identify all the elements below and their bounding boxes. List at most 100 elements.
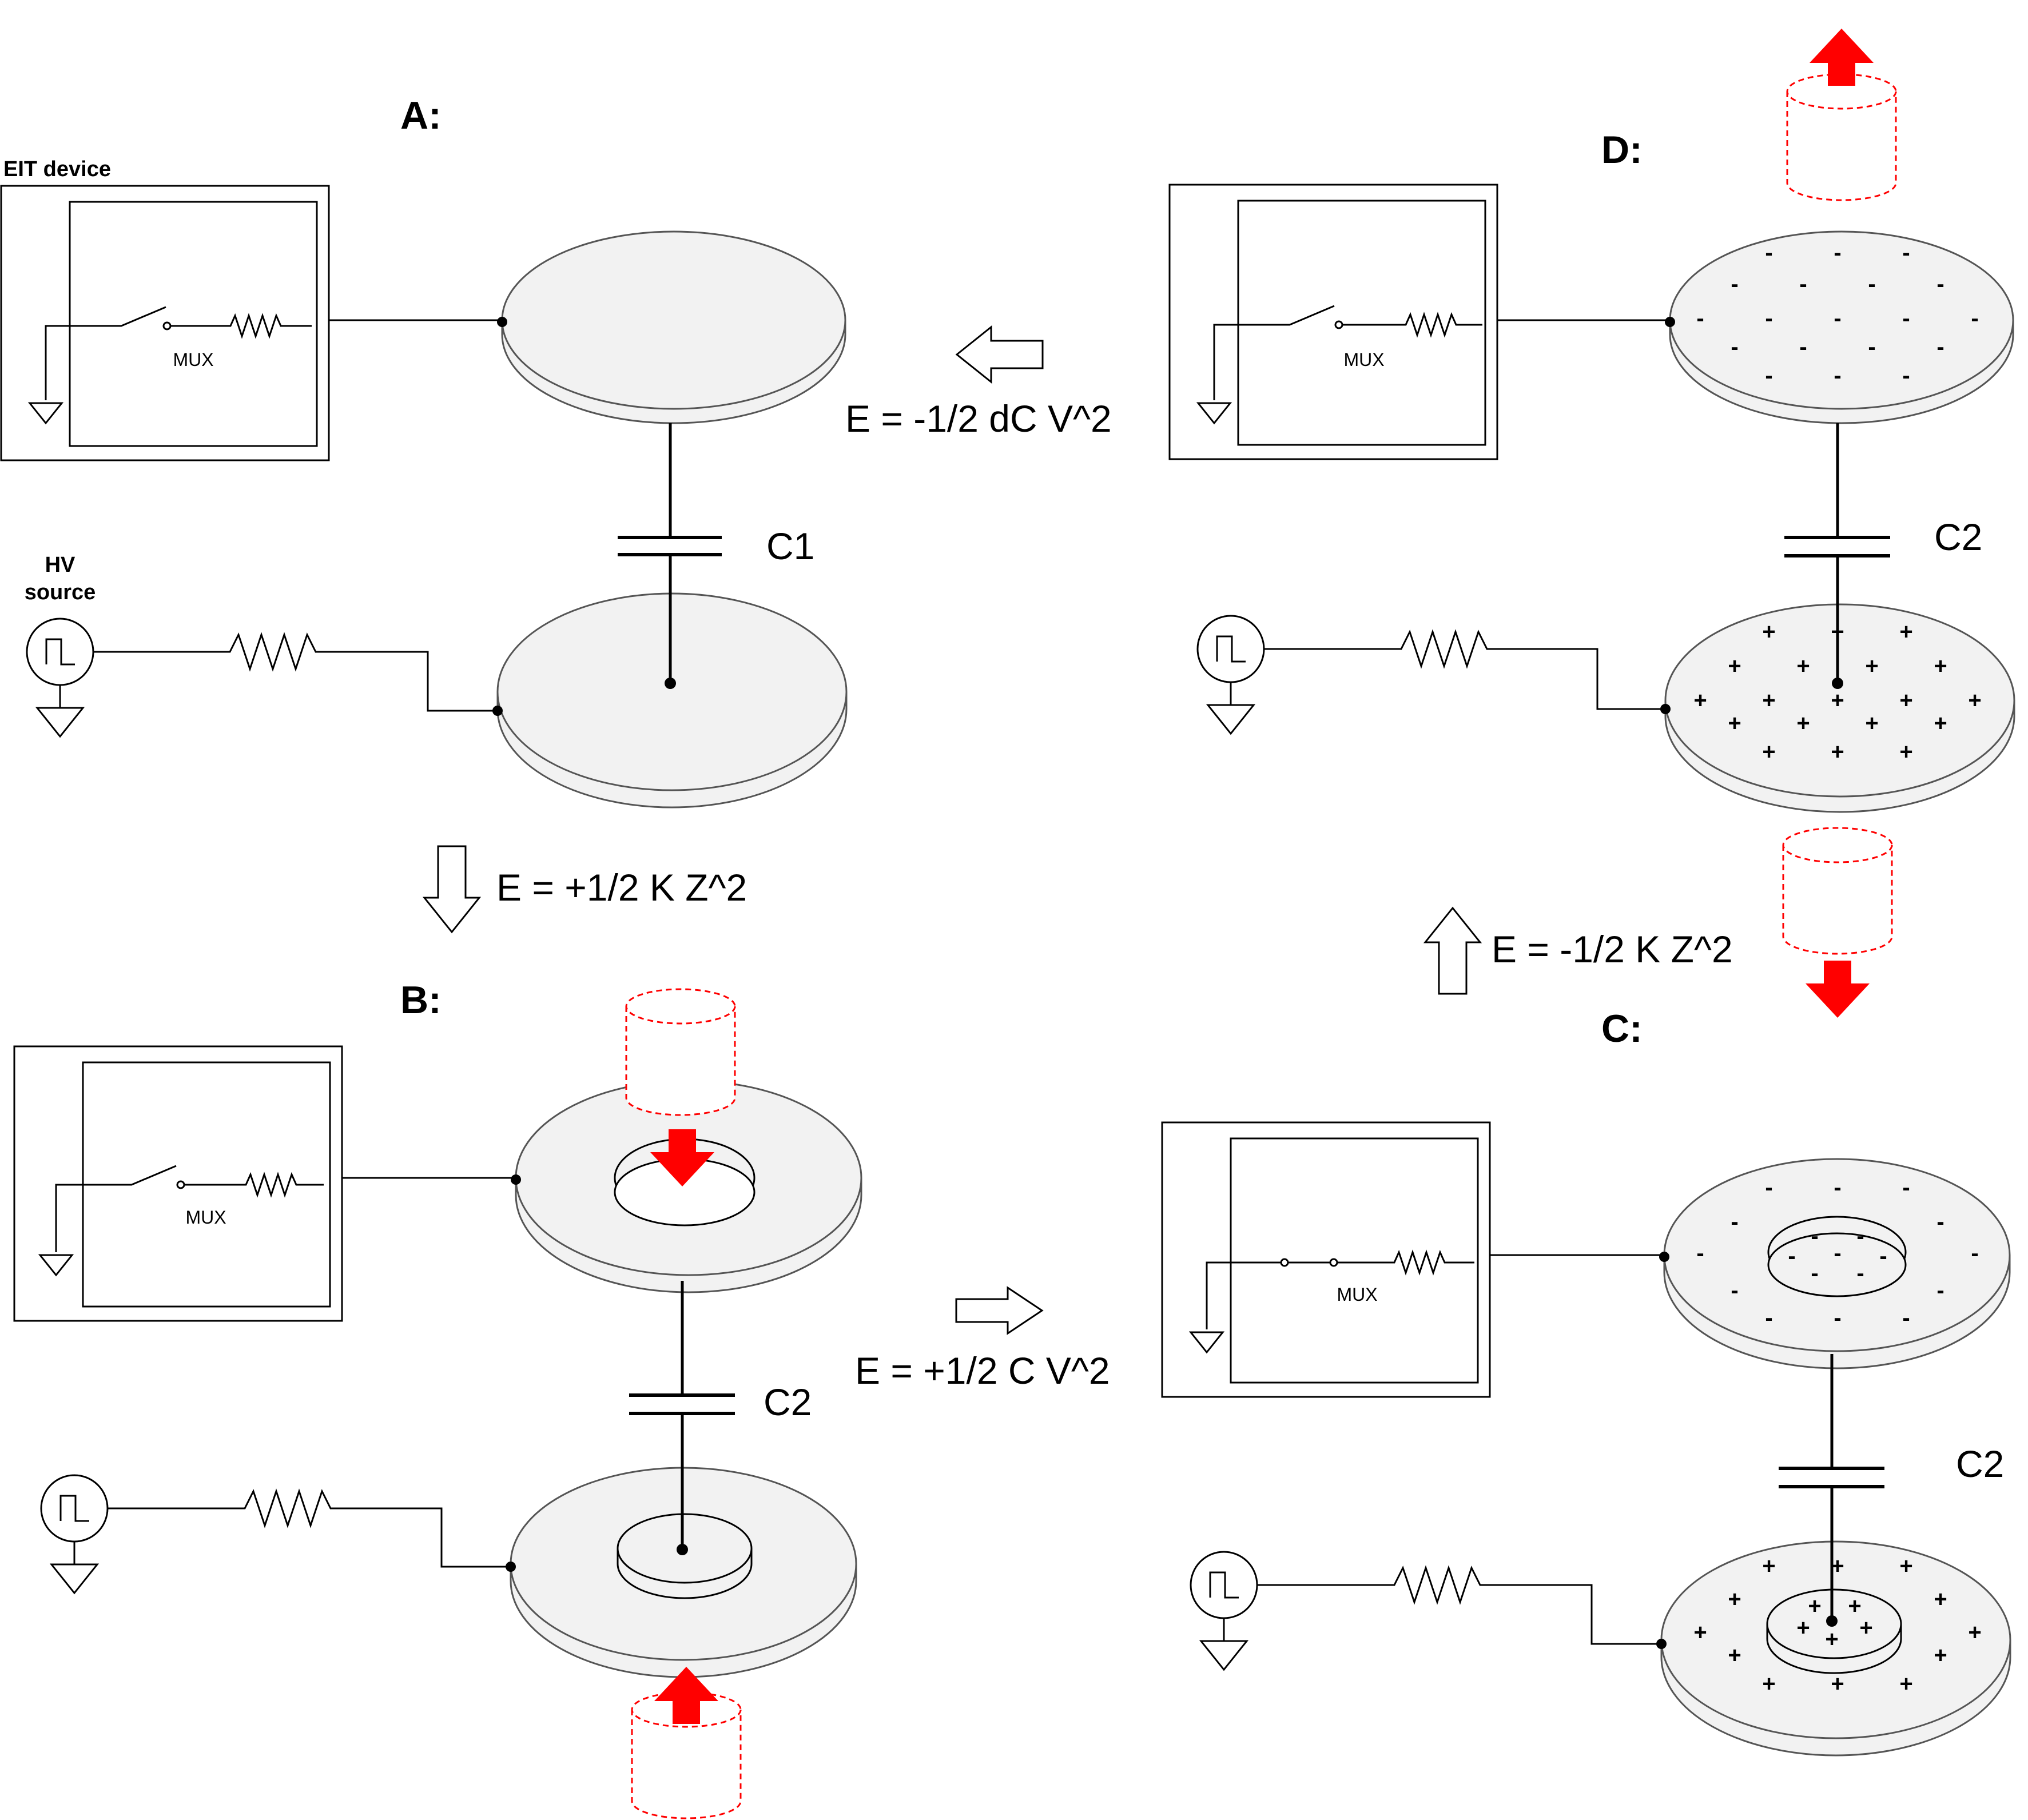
negative-charge: -	[1868, 334, 1875, 360]
positive-charge: +	[1899, 739, 1912, 764]
positive-charge: +	[1968, 1620, 1981, 1645]
ground-icon	[1200, 1617, 1248, 1671]
switch-icon	[1213, 305, 1335, 400]
capacitor-label-d: C2	[1934, 516, 1982, 558]
source-label-line2: source	[25, 580, 96, 604]
positive-charge: +	[1934, 711, 1947, 736]
negative-charge: -	[1799, 272, 1807, 297]
positive-charge: +	[1865, 711, 1878, 736]
negative-charge: -	[1971, 1241, 1978, 1266]
top-electrode	[501, 230, 846, 424]
negative-charge: -	[1902, 1175, 1910, 1200]
positive-charge: +	[1899, 619, 1912, 644]
negative-charge: -	[1731, 272, 1738, 297]
resistor-icon	[226, 1490, 349, 1527]
negative-charge: -	[1936, 334, 1944, 360]
equation-c-to-d: E = -1/2 K Z^2	[1492, 928, 1733, 970]
negative-charge: -	[1799, 334, 1807, 360]
panel-a-label: A:	[400, 94, 442, 137]
negative-charge: -	[1971, 306, 1978, 331]
positive-charge: +	[1825, 1627, 1838, 1652]
positive-charge: +	[1762, 1554, 1775, 1579]
negative-charges: -------------------	[1696, 1175, 1978, 1331]
hollow-arrow-icon	[955, 1287, 1043, 1335]
negative-charge: -	[1856, 1224, 1864, 1249]
equation-a-to-b: E = +1/2 K Z^2	[496, 866, 747, 909]
positive-charge: +	[1934, 1587, 1947, 1612]
capacitor-label-b: C2	[764, 1381, 812, 1423]
transition-b-to-c: E = +1/2 C V^2	[855, 1287, 1110, 1392]
negative-charge: -	[1765, 306, 1772, 331]
mux-label: MUX	[1337, 1284, 1377, 1305]
positive-charge: +	[1968, 688, 1981, 713]
eit-device-box: MUX	[13, 1045, 343, 1322]
top-electrode	[1669, 230, 2014, 424]
positive-charge: +	[1693, 1620, 1707, 1645]
positive-charge: +	[1831, 688, 1844, 713]
eit-device-box: MUX	[1161, 1121, 1491, 1398]
negative-charge: -	[1868, 272, 1875, 297]
mux-label: MUX	[173, 349, 213, 370]
bottom-electrode	[510, 1467, 857, 1678]
negative-charge: -	[1696, 1241, 1704, 1266]
source-icon	[26, 618, 94, 686]
positive-charge: +	[1859, 1615, 1872, 1640]
device-label: EIT device	[3, 157, 111, 181]
positive-charge: +	[1728, 654, 1741, 679]
mux-label: MUX	[185, 1207, 226, 1228]
positive-charge: +	[1693, 688, 1707, 713]
ground-icon	[36, 684, 84, 738]
panel-d-label: D:	[1601, 128, 1643, 172]
resistor-icon	[212, 634, 334, 670]
capacitor-label-c: C2	[1956, 1443, 2004, 1485]
probe-icon	[1786, 73, 1897, 201]
switch-icon	[55, 1165, 177, 1252]
equation-b-to-c: E = +1/2 C V^2	[855, 1349, 1110, 1392]
negative-charge: -	[1731, 1278, 1738, 1303]
negative-charge: -	[1731, 334, 1738, 360]
positive-charge: +	[1762, 688, 1775, 713]
positive-charge: +	[1728, 1587, 1741, 1612]
negative-charge: -	[1765, 240, 1772, 265]
panel-c-label: C:	[1601, 1007, 1643, 1050]
positive-charge: +	[1762, 1671, 1775, 1696]
switch-icon	[45, 306, 166, 400]
positive-charge: +	[1796, 1615, 1810, 1640]
resistor-icon	[1383, 631, 1505, 667]
negative-charge: -	[1811, 1261, 1818, 1286]
negative-charge: -	[1788, 1244, 1795, 1269]
source-icon	[1196, 615, 1265, 683]
force-arrow-icon	[1806, 961, 1870, 1018]
negative-charge: -	[1936, 272, 1944, 297]
negative-charge: -	[1765, 1305, 1772, 1331]
negative-charge: -	[1834, 1305, 1841, 1331]
positive-charge: +	[1728, 1643, 1741, 1668]
negative-charge: -	[1834, 240, 1841, 265]
source-label-line1: HV	[45, 553, 75, 577]
panel-b-label: B:	[400, 978, 442, 1022]
positive-charge: +	[1796, 654, 1810, 679]
positive-charge: +	[1808, 1594, 1821, 1619]
ground-icon	[50, 1540, 98, 1594]
positive-charge: +	[1831, 739, 1844, 764]
panel-d: D: MUX ------------------- C2	[1168, 29, 2015, 1018]
positive-charge: +	[1762, 619, 1775, 644]
positive-charges: +++++++++++++++++++	[1693, 619, 1981, 764]
hollow-arrow-icon	[956, 326, 1044, 383]
negative-charge: -	[1696, 306, 1704, 331]
probe-icon	[625, 988, 736, 1116]
negative-charge: -	[1731, 1209, 1738, 1234]
positive-charge: +	[1831, 1671, 1844, 1696]
positive-charge: +	[1934, 1643, 1947, 1668]
panel-a: A: EIT device MUX C1	[0, 94, 848, 809]
positive-charge: +	[1899, 688, 1912, 713]
positive-charge: +	[1762, 739, 1775, 764]
source-icon	[40, 1474, 109, 1543]
equation-d-to-a: E = -1/2 dC V^2	[845, 397, 1112, 440]
negative-charge: -	[1834, 1241, 1841, 1266]
positive-charges: +++++++++++++++++	[1693, 1554, 1981, 1696]
eit-device-box: MUX	[0, 185, 330, 461]
negative-charge: -	[1765, 363, 1772, 388]
hollow-arrow-icon	[423, 845, 480, 933]
